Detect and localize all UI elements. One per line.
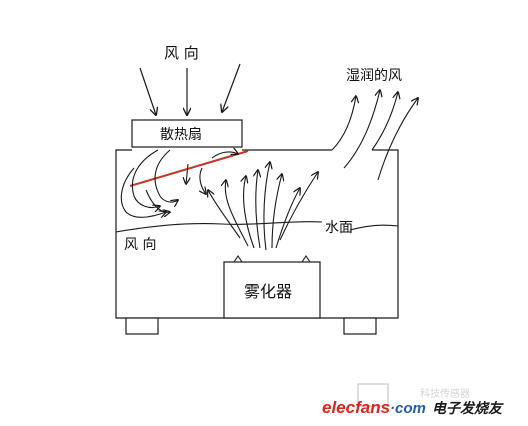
atomizer-notch-right	[301, 255, 311, 263]
wind-direction-top-label: 风 向	[164, 44, 199, 62]
cooling-fan-box	[131, 119, 243, 148]
atomizer-label: 雾化器	[244, 282, 292, 301]
watermark-logo-mark	[357, 383, 389, 407]
water-surface-label: 水面	[325, 220, 353, 236]
tank-foot-left	[125, 317, 159, 335]
watermark-site: elecfans·com	[322, 398, 426, 417]
watermark-faint-text: 科技传感器	[420, 387, 470, 400]
airflow-swirls	[120, 150, 238, 217]
inflow-arrow-right	[222, 63, 241, 112]
cooling-fan-label: 散热扇	[160, 127, 202, 143]
tank-foot-right	[343, 317, 377, 335]
watermark: 科技传感器 elecfans·com 电子发烧友	[322, 383, 504, 417]
watermark-brand-cn: 电子发烧友	[432, 400, 504, 417]
watermark-site-prefix: elecfans	[322, 398, 390, 417]
inflow-arrows	[139, 63, 241, 115]
watermark-site-suffix: ·com	[390, 400, 426, 417]
atomizer-box	[223, 261, 321, 319]
wind-direction-left-label: 风 向	[124, 237, 156, 253]
deflector-plate	[129, 150, 249, 187]
humid-air-arrows	[331, 90, 418, 181]
atomizer-notch-left	[233, 255, 243, 263]
water-surface-line-right	[349, 224, 399, 231]
water-surface-line	[115, 221, 323, 233]
humid-wind-label: 湿润的风	[346, 68, 402, 84]
inflow-arrow-left	[139, 67, 156, 115]
mist-arrows	[208, 162, 318, 251]
